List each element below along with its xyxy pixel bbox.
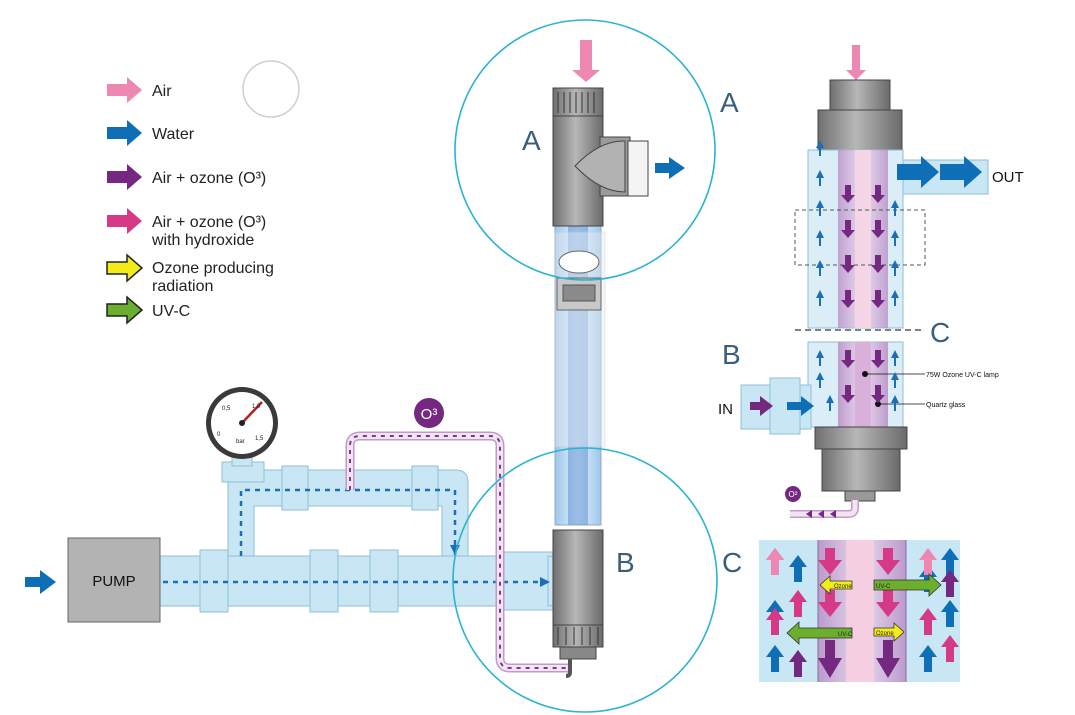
out-label: OUT [992,169,1024,186]
zone-a-label-right: A [720,87,739,118]
legend-label-ozone-radiation-1: Ozone producing [152,260,274,277]
reactor-column [552,40,685,678]
o3-bubble-label: O³ [421,406,438,423]
legend-item-air-ozone: Air + ozone (O³) [107,164,266,190]
legend-label-air-ozone-hydroxide-2: with hydroxide [151,232,254,249]
detail-a-dashed-box [794,209,926,266]
zoom-circle-a [454,19,716,281]
uvc-arrow-icon [786,621,853,645]
svg-text:bar: bar [236,439,245,445]
pump-box [67,537,161,623]
zoom-circle-b [452,447,718,713]
lamp-label: 75W Ozone UV-C lamp [926,372,999,379]
air-arrow-icon [107,77,142,103]
ozone-arrow-icon [819,575,853,595]
svg-text:UV-C: UV-C [838,632,853,638]
detail-c-letter: C [722,547,742,578]
uvc-arrow-icon [873,573,942,597]
o2-bubble-label: O² [789,490,798,499]
in-ozone-arrow-icon [750,396,773,416]
legend-label-air-ozone-hydroxide-1: Air + ozone (O³) [152,214,266,231]
svg-text:Ozone: Ozone [834,584,852,590]
svg-text:0,5: 0,5 [222,406,231,412]
legend-item-ozone-radiation: Ozone producing radiation [106,253,274,295]
detail-a: OUT [794,45,1024,329]
detail-c-marker-top: C [930,317,950,348]
legend-label-air-ozone: Air + ozone (O³) [152,170,266,187]
legend-label-water: Water [152,126,195,143]
water-arrow-icon [107,120,142,146]
legend-item-air-ozone-hydroxide: Air + ozone (O³) with hydroxide [107,208,266,249]
detail-b-letter: B [722,339,741,370]
ozone-arrow-icon [873,622,905,642]
legend: Air Water Air + ozone (O³) Air + ozone (… [106,60,300,325]
pump-label: PUMP [92,573,135,590]
legend-label-air: Air [152,83,172,100]
ozone-radiation-arrow-icon [106,253,144,283]
o3-bubble [414,398,444,428]
detail-c: Ozone UV-C UV-C Ozone [759,540,960,682]
pipe-system: O³ 0,5 1,0 1,5 0 bar PUMP [25,387,583,673]
in-label: IN [718,401,733,418]
uvc-arrow-icon [106,295,144,325]
reactor-outlet-arrow-icon [655,157,685,179]
air-ozone-arrow-icon [107,164,142,190]
svg-text:0: 0 [217,432,221,438]
zone-b-label: B [616,547,635,578]
zone-a-label-left: A [522,125,541,156]
o2-bubble [785,486,801,502]
pressure-gauge: 0,5 1,0 1,5 0 bar [206,387,278,467]
legend-item-water: Water [107,120,195,146]
svg-text:1,0: 1,0 [252,404,261,410]
detail-a-flow-arrows [816,140,899,308]
detail-c-radiation-arrows: Ozone UV-C UV-C Ozone [786,573,942,645]
pump-inlet-arrow-icon [25,570,56,594]
svg-text:1,5: 1,5 [255,436,264,442]
detail-a-air-arrow-icon [846,45,866,80]
glass-label: Quartz glass [926,402,966,409]
svg-text:UV-C: UV-C [876,584,891,590]
detail-b: IN O² 75W Ozone UV-C lamp Quartz glass [718,341,999,518]
detail-c-ozone-down-arrows [818,548,900,678]
svg-text:Ozone: Ozone [876,631,894,637]
legend-label-uvc: UV-C [152,303,190,320]
in-water-arrow-icon [787,396,814,416]
empty-circle-icon [242,60,300,118]
legend-item-air: Air [107,77,172,103]
reactor-air-inlet-arrow-icon [572,40,600,82]
air-ozone-hydroxide-arrow-icon [107,208,142,234]
legend-item-uvc: UV-C [106,295,190,325]
legend-label-ozone-radiation-2: radiation [152,278,213,295]
detail-c-water-arrows [766,548,959,677]
